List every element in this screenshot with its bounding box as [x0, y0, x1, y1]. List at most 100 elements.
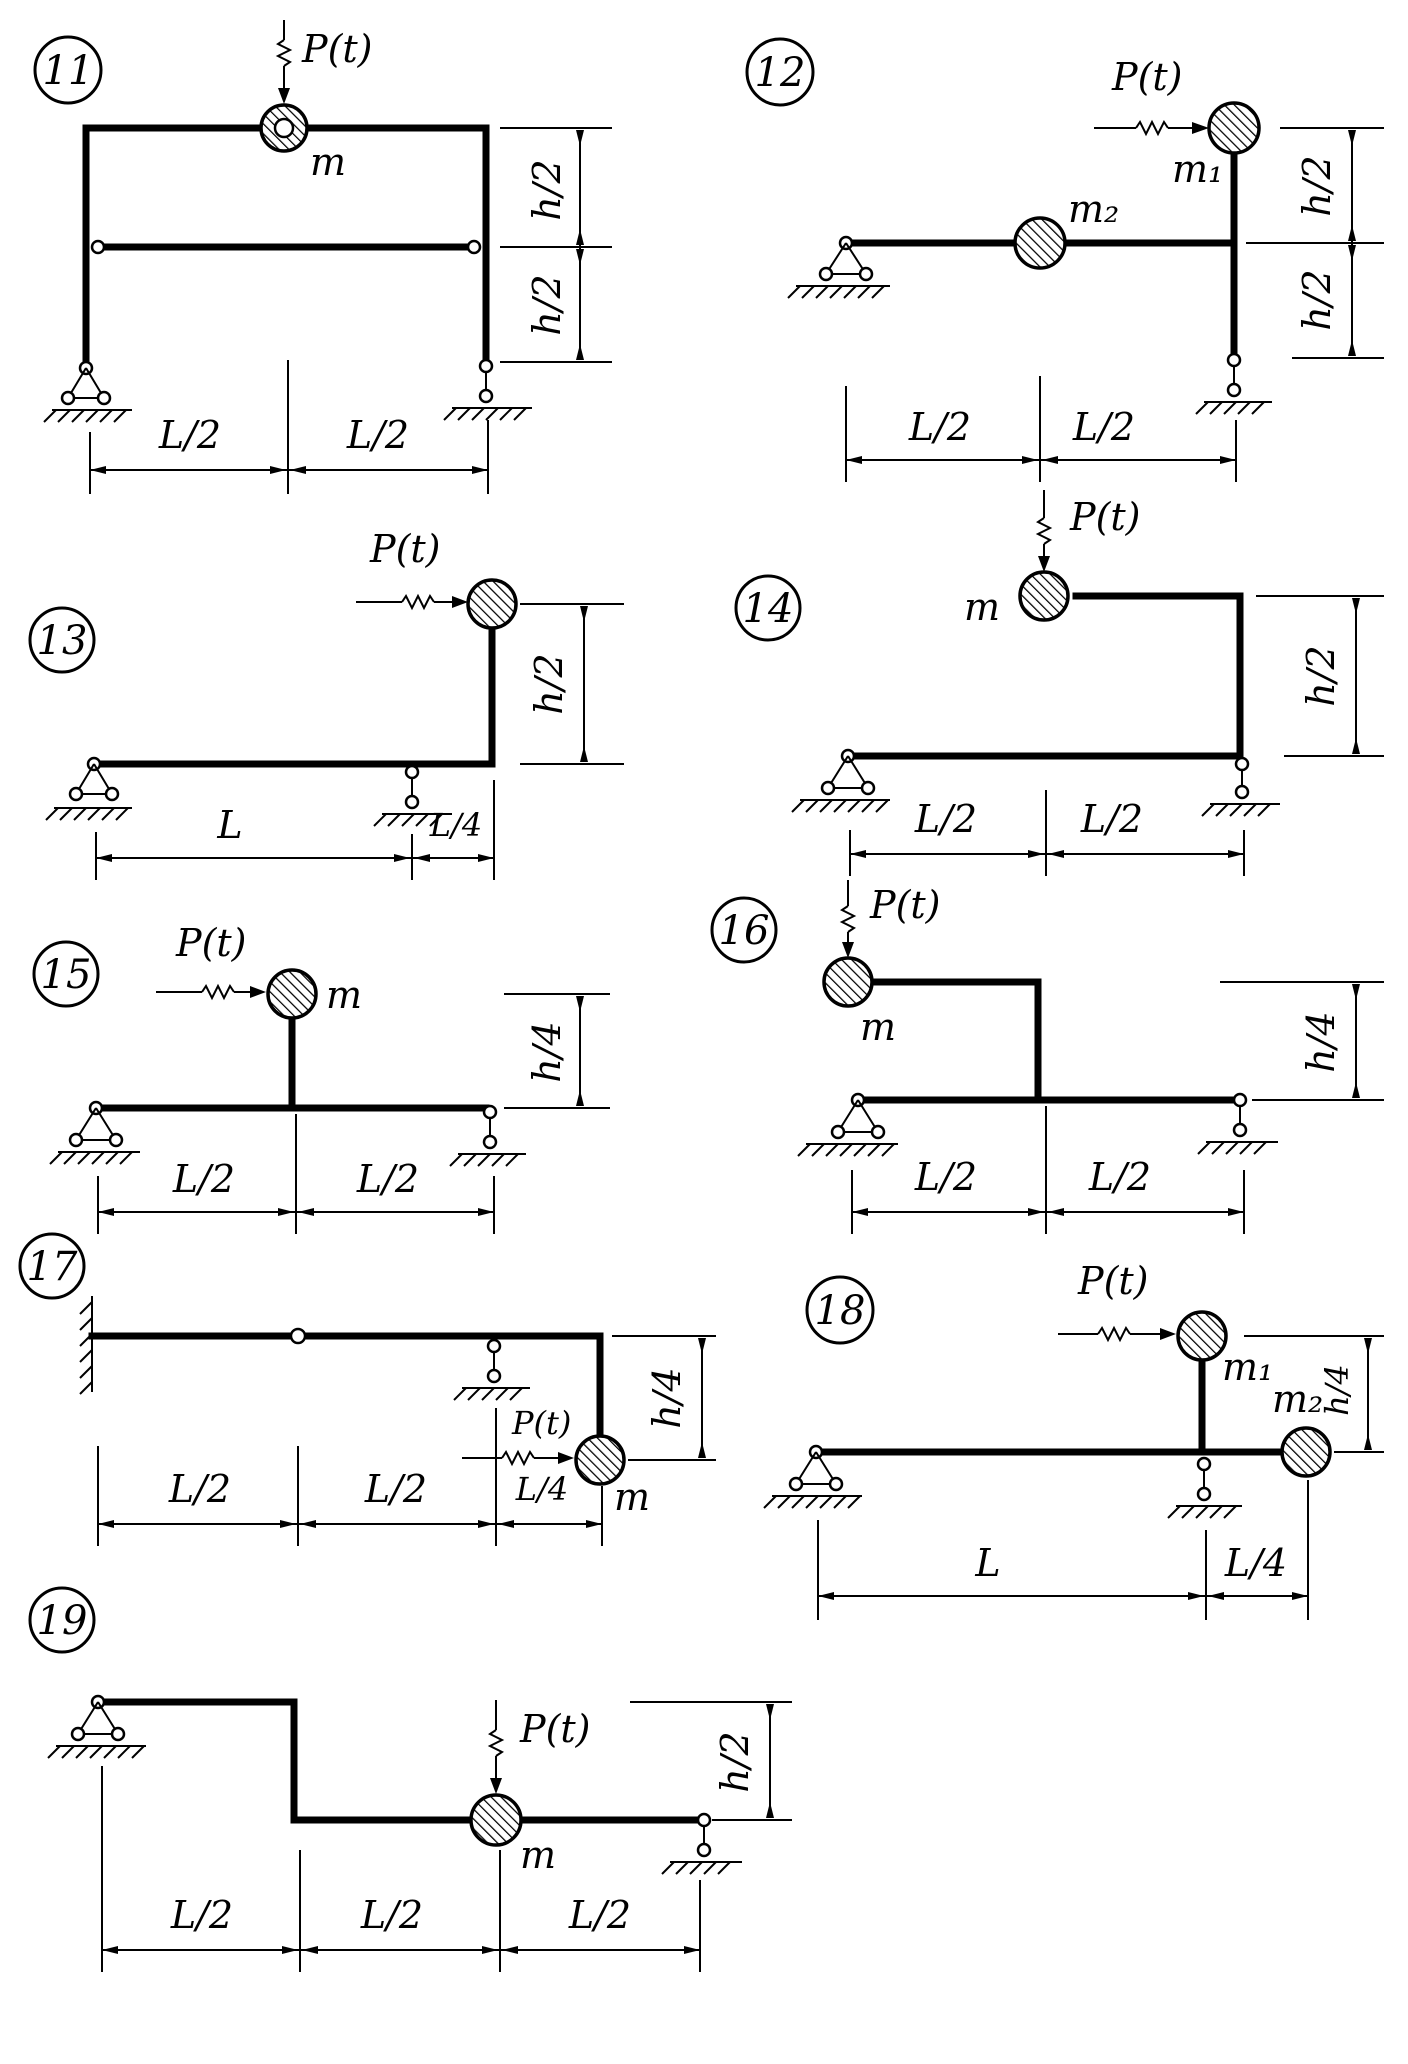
- mass: [822, 956, 874, 1008]
- load-label: P(t): [175, 921, 247, 965]
- mass-2: [1280, 1426, 1332, 1478]
- scheme-number: 14: [743, 586, 794, 632]
- wall-hatch: [79, 1301, 93, 1395]
- mass-label: m: [520, 1833, 556, 1877]
- hinge: [289, 1327, 307, 1345]
- dimension-label: L/2: [1072, 405, 1135, 449]
- load-spring: [201, 983, 235, 1001]
- roller-support: [1226, 352, 1242, 368]
- dimension-label: h/2: [1295, 155, 1339, 216]
- load-spring: [1035, 517, 1053, 545]
- dimension-label: L/2: [168, 1467, 231, 1511]
- frame: [848, 592, 1244, 760]
- dimension-label: h/2: [1299, 645, 1343, 706]
- dimension-label: h/4: [1318, 1364, 1356, 1416]
- scheme-number: 15: [41, 952, 92, 998]
- load-arrow-icon: [490, 1778, 502, 1794]
- pin-support: [74, 763, 114, 795]
- roller-support: [1232, 1092, 1248, 1108]
- hinge: [466, 239, 482, 255]
- frame: [88, 1332, 604, 1440]
- ground-hatch: [43, 409, 132, 423]
- load-spring: [839, 905, 857, 933]
- ground-hatch: [1201, 803, 1280, 817]
- dimension-label: L: [216, 803, 242, 847]
- dimension-label: L/2: [364, 1467, 427, 1511]
- column: [868, 978, 1042, 1104]
- dimension-label: h/2: [713, 1731, 757, 1792]
- load-spring: [1097, 1325, 1131, 1343]
- mass: [469, 1793, 523, 1847]
- dimension-label: L/4: [515, 1470, 568, 1508]
- ground-hatch: [1197, 1141, 1278, 1155]
- load-arrow-icon: [278, 88, 290, 104]
- ground-hatch: [45, 807, 132, 821]
- dimension-label: L: [974, 1541, 1000, 1585]
- load-arrow-icon: [1192, 122, 1209, 134]
- dimension-label: L/2: [914, 1155, 977, 1199]
- ground-hatch: [763, 1495, 862, 1509]
- ground-hatch: [787, 285, 890, 299]
- mass-label: m: [310, 140, 346, 184]
- dimension-label: h/2: [525, 159, 569, 220]
- scheme-number-circle: [28, 606, 96, 674]
- mass: [1018, 570, 1070, 622]
- dimension-label: L/2: [568, 1893, 631, 1937]
- dimension-label: L/2: [1088, 1155, 1151, 1199]
- scheme-15: 15 P(t) m h/4 L/2 L/2: [32, 921, 610, 1234]
- roller-support: [1196, 1456, 1212, 1472]
- ground-hatch: [791, 799, 890, 813]
- dimension-label: h/2: [525, 274, 569, 335]
- dimension-label: L/2: [158, 413, 221, 457]
- dimension-label: L/2: [170, 1893, 233, 1937]
- mass-1: [1207, 101, 1261, 155]
- mass-1-label: m₁: [1222, 1345, 1273, 1389]
- scheme-number: 13: [37, 618, 88, 664]
- pin-support: [74, 1107, 118, 1141]
- pin-support: [794, 1451, 838, 1485]
- load-label: P(t): [1069, 495, 1141, 539]
- dimension-label: L/2: [914, 797, 977, 841]
- roller-support: [482, 1104, 498, 1120]
- ground-hatch: [449, 1153, 526, 1167]
- scheme-16: 16 P(t) m h/4 L/2 L/2: [710, 880, 1384, 1234]
- scheme-number: 18: [815, 1288, 866, 1334]
- dimension-label: L/2: [360, 1893, 423, 1937]
- scheme-number-circle: [805, 1275, 875, 1345]
- ground-hatch: [49, 1151, 140, 1165]
- mass-2-label: m₂: [1272, 1377, 1323, 1421]
- ground-hatch: [453, 1387, 530, 1401]
- dimension-label: h/2: [1295, 269, 1339, 330]
- roller-support: [1234, 756, 1250, 772]
- load-arrow-icon: [1160, 1328, 1176, 1340]
- mass-label: m: [860, 1005, 896, 1049]
- load-spring: [487, 1729, 505, 1757]
- scheme-number: 19: [37, 1598, 88, 1644]
- pin-support: [824, 242, 868, 275]
- hinge: [273, 117, 295, 139]
- load-spring: [401, 593, 435, 611]
- load-arrow-icon: [558, 1452, 574, 1464]
- hinge: [90, 239, 106, 255]
- load-arrow-icon: [842, 942, 854, 958]
- dimension-label: L/2: [908, 405, 971, 449]
- pin-support: [66, 367, 106, 399]
- load-arrow-icon: [452, 596, 468, 608]
- scheme-number-circle: [710, 896, 778, 964]
- pin-support: [836, 1099, 880, 1133]
- frame: [98, 1698, 704, 1824]
- scheme-14: 14 P(t) m h/2 L/2 L/2: [734, 490, 1384, 876]
- scheme-number: 17: [27, 1244, 78, 1290]
- dimension-label: L/2: [172, 1157, 235, 1201]
- dimension-label: h/2: [527, 653, 571, 714]
- roller-support: [696, 1812, 712, 1828]
- scheme-12: 12 P(t) m₁ m₂ h/2 h/2: [745, 37, 1384, 482]
- ground-hatch: [1195, 401, 1272, 415]
- load-label: P(t): [519, 1707, 591, 1751]
- dimension-label: h/4: [645, 1367, 689, 1428]
- pin-support: [826, 755, 870, 789]
- dimension-label: L/2: [356, 1157, 419, 1201]
- ground-hatch: [1167, 1505, 1242, 1519]
- load-arrow-icon: [250, 986, 266, 998]
